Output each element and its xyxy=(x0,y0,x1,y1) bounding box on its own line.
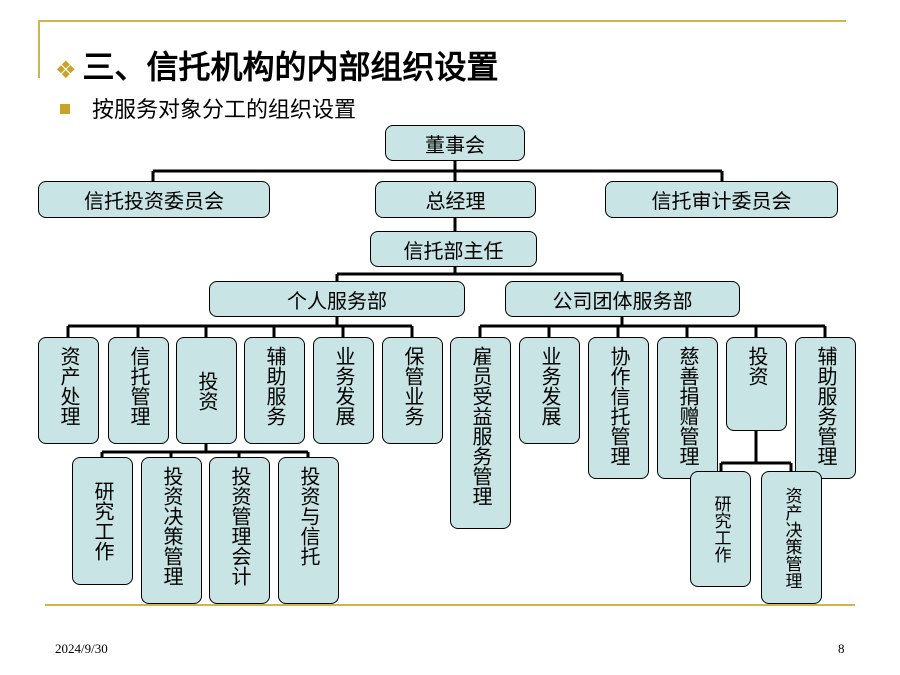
square-bullet-icon xyxy=(60,104,70,114)
slide-title-text: 三、信托机构的内部组织设置 xyxy=(82,48,499,86)
node-general-manager: 总经理 xyxy=(375,181,536,218)
top-rule xyxy=(38,20,846,22)
node-corporate-unit-employee-benefits: 雇员受益服务管理 xyxy=(450,337,511,529)
node-corporate-invest-research: 研究工作 xyxy=(690,471,751,587)
slide-subtitle-text: 按服务对象分工的组织设置 xyxy=(92,98,357,123)
slide-title: ❖三、信托机构的内部组织设置 xyxy=(55,42,499,88)
node-corporate-invest-asset-decision: 资产决策管理 xyxy=(761,471,822,604)
node-personal-unit-custody: 保管业务 xyxy=(382,337,443,444)
node-trust-investment-committee: 信托投资委员会 xyxy=(38,181,270,218)
node-corporate-unit-charitable-donation: 慈善捐赠管理 xyxy=(657,337,718,479)
node-personal-invest-accounting: 投资管理会计 xyxy=(209,457,270,604)
node-corporate-unit-cooperative-trust: 协作信托管理 xyxy=(588,337,649,479)
node-personal-unit-investment: 投资 xyxy=(176,337,237,444)
left-rule xyxy=(38,20,40,78)
footer-date: 2024/9/30 xyxy=(55,641,108,656)
node-board: 董事会 xyxy=(385,125,525,161)
node-trust-audit-committee: 信托审计委员会 xyxy=(605,181,838,218)
node-personal-invest-research: 研究工作 xyxy=(72,457,133,585)
slide-subtitle: 按服务对象分工的组织设置 xyxy=(60,92,356,124)
node-corporate-unit-auxiliary-services: 辅助服务管理 xyxy=(795,337,856,479)
node-corporate-services: 公司团体服务部 xyxy=(505,281,740,317)
node-personal-invest-and-trust: 投资与信托 xyxy=(278,457,339,604)
node-personal-unit-auxiliary-services: 辅助服务 xyxy=(244,337,305,444)
node-personal-unit-asset-disposal: 资产处理 xyxy=(38,337,99,444)
node-corporate-unit-business-development: 业务发展 xyxy=(519,337,580,444)
node-corporate-unit-investment: 投资 xyxy=(726,337,787,431)
node-personal-unit-trust-management: 信托管理 xyxy=(108,337,169,444)
node-trust-dept-director: 信托部主任 xyxy=(370,231,537,267)
bottom-rule xyxy=(45,604,855,606)
node-personal-services: 个人服务部 xyxy=(209,281,465,317)
node-personal-unit-business-development: 业务发展 xyxy=(313,337,374,444)
diamond-bullet-icon: ❖ xyxy=(55,56,77,84)
node-personal-invest-decision: 投资决策管理 xyxy=(141,457,202,604)
page-number: 8 xyxy=(838,641,845,656)
